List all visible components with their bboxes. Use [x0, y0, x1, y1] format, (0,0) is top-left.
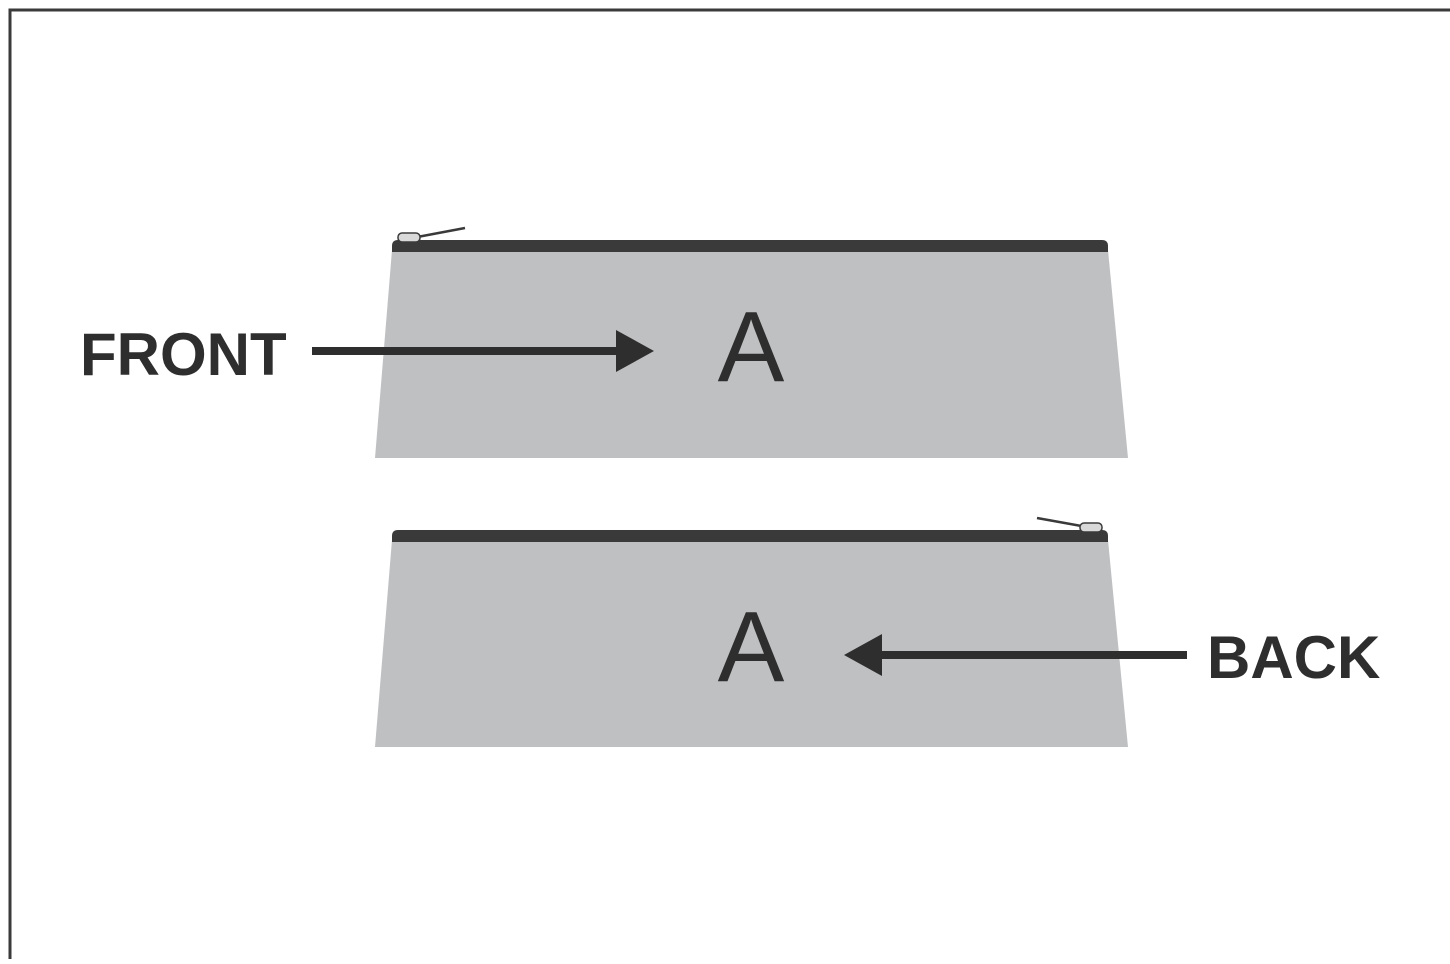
- back-panel-letter: A: [718, 591, 785, 703]
- back-zipper: [392, 530, 1108, 542]
- front-panel-letter: A: [718, 291, 785, 403]
- front-pouch: A: [375, 226, 1128, 458]
- back-label: BACK: [1207, 624, 1380, 691]
- front-pouch-body: [375, 250, 1128, 458]
- back-zipper-pull: [1036, 516, 1103, 533]
- front-zipper-pull: [397, 226, 466, 243]
- front-zipper: [392, 240, 1108, 252]
- back-pouch: A: [375, 516, 1128, 747]
- back-pouch-body: [375, 540, 1128, 747]
- frame-border: [8, 8, 1450, 964]
- front-label: FRONT: [80, 321, 287, 388]
- front-arrow: [312, 330, 654, 372]
- back-arrow: [844, 634, 1187, 676]
